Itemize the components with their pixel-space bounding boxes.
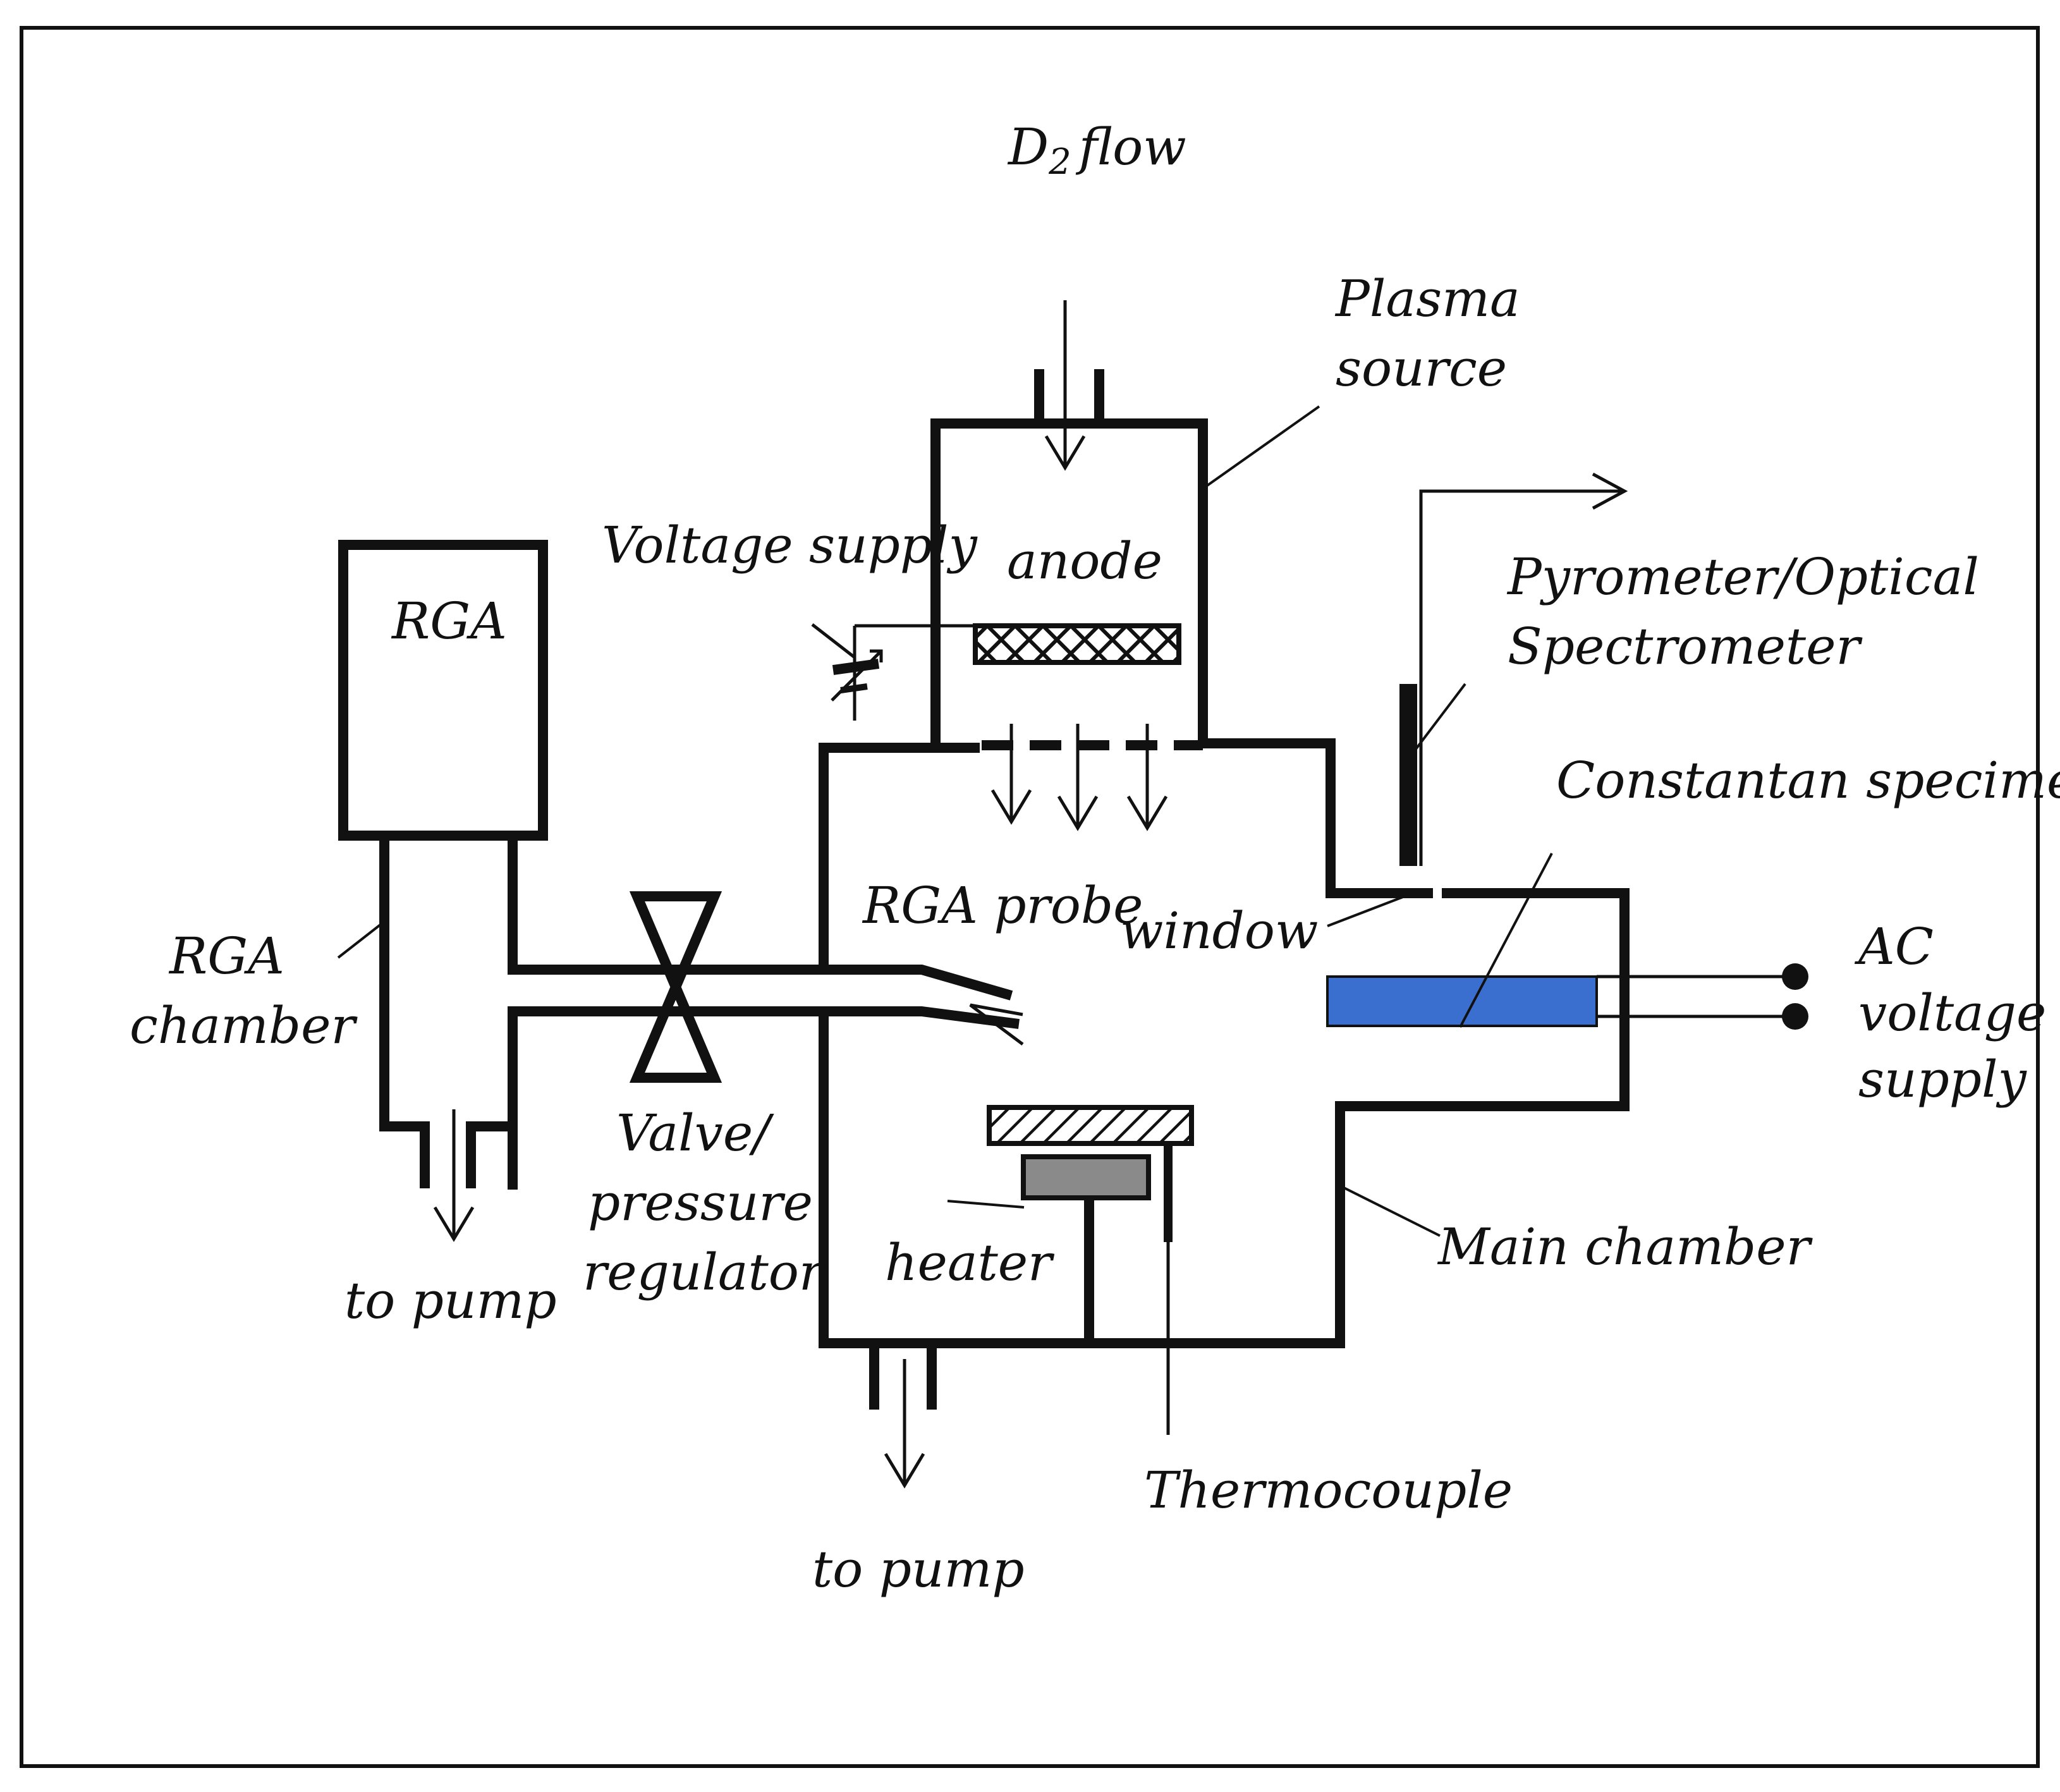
heater-plate <box>987 1105 1194 1146</box>
label-valve-2: pressure <box>588 1173 813 1232</box>
label-plasma-source-1: Plasma <box>1334 269 1520 328</box>
voltage-supply-symbol <box>811 623 975 721</box>
d2-inlet-arrow <box>1044 300 1086 471</box>
label-ac-voltage-2: voltage <box>1858 984 2046 1042</box>
label-valve-3: regulator <box>583 1243 826 1301</box>
label-pyrometer-2: Spectrometer <box>1508 617 1863 676</box>
valve-regulator <box>629 891 722 1083</box>
label-constantan-specimen: Constantan specimen <box>1556 751 2060 810</box>
rga-pump-arrow <box>433 1109 475 1242</box>
label-thermocouple: Thermocouple <box>1144 1461 1513 1520</box>
terminal-2 <box>1782 1003 1808 1030</box>
gas-inlet-tube <box>1034 369 1104 424</box>
main-pump-arrow <box>884 1359 925 1489</box>
label-rga-chamber-1: RGA <box>168 927 284 985</box>
label-plasma-source-2: source <box>1336 339 1507 398</box>
label-valve-1: Valve/ <box>616 1104 774 1162</box>
constantan-specimen <box>1326 975 1598 1027</box>
plasma-flow-arrow-1 <box>990 724 1032 825</box>
label-pyrometer-1: Pyrometer/Optical <box>1506 547 1979 606</box>
label-heater: heater <box>885 1233 1055 1292</box>
label-window: window <box>1120 901 1318 960</box>
rga-chamber-wall <box>379 836 1020 1190</box>
label-rga-chamber-2: chamber <box>130 996 358 1055</box>
rga-box <box>338 540 548 841</box>
label-ac-voltage-1: AC <box>1854 917 1934 976</box>
label-ac-voltage-3: supply <box>1858 1050 2028 1109</box>
main-pump-port <box>869 1343 937 1410</box>
label-rga-probe: RGA probe <box>862 876 1143 935</box>
figure-frame <box>20 26 2040 1768</box>
label-to-pump-left: to pump <box>344 1271 557 1330</box>
label-main-chamber: Main chamber <box>1437 1217 1813 1276</box>
specimen-leads <box>1597 975 1794 1018</box>
plasma-flow-arrow-3 <box>1126 724 1168 831</box>
rga-probe <box>969 1003 1024 1046</box>
pyrometer <box>1399 684 1417 866</box>
anode <box>973 623 1181 665</box>
plasma-flow-arrow-2 <box>1057 724 1099 831</box>
label-rga: RGA <box>391 592 507 650</box>
label-to-pump-bottom: to pump <box>812 1540 1025 1599</box>
heater-body <box>1021 1154 1151 1200</box>
label-voltage-supply: Voltage supply <box>602 516 978 575</box>
terminal-1 <box>1782 963 1808 990</box>
main-chamber-wall <box>819 738 1630 1348</box>
leader-lines <box>337 405 1553 1237</box>
label-anode: anode <box>1007 532 1162 590</box>
